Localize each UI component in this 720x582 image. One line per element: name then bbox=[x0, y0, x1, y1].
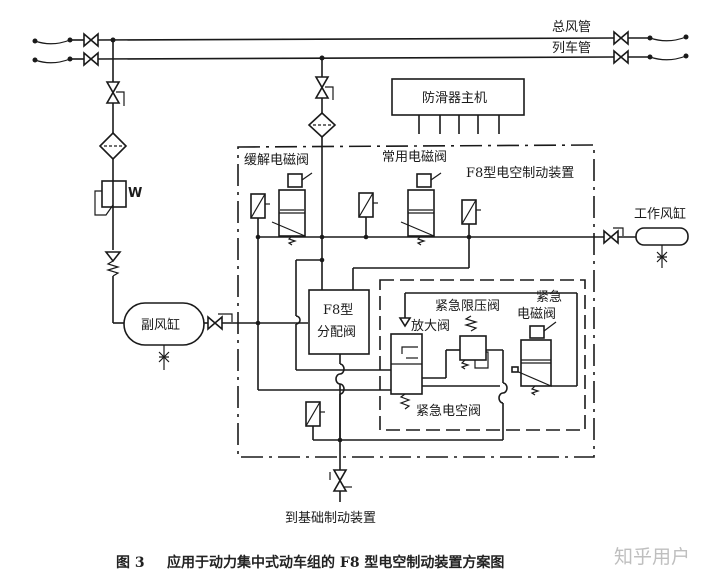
cock-valve-icon bbox=[105, 81, 121, 104]
train-pipe-branch bbox=[307, 55, 337, 290]
emergency-solenoid-label-2: 电磁阀 bbox=[517, 307, 556, 322]
amplifier-port-icon bbox=[398, 317, 412, 328]
emergency-limit-valve bbox=[459, 315, 489, 370]
emergency-ep-label: 紧急电空阀 bbox=[416, 404, 481, 419]
distributor-label-1: F8型 bbox=[323, 303, 353, 318]
check-valve-mark: W bbox=[128, 186, 142, 201]
figure-number: 图 3 bbox=[116, 555, 145, 571]
pressure-regulator-icon bbox=[101, 180, 127, 208]
release-solenoid-valve bbox=[271, 172, 313, 246]
working-reservoir: 工作风缸 bbox=[634, 206, 689, 268]
train-pipe-label: 列车管 bbox=[552, 40, 591, 56]
emergency-solenoid-label-1: 紧急 bbox=[536, 290, 562, 305]
to-foundation-label: 到基础制动装置 bbox=[285, 511, 376, 526]
working-reservoir-label: 工作风缸 bbox=[634, 206, 686, 222]
emergency-ep-valve bbox=[390, 333, 423, 410]
device-frame-label: F8型电空制动装置 bbox=[466, 166, 574, 181]
emergency-unit-frame bbox=[379, 279, 586, 431]
service-solenoid-valve bbox=[400, 172, 442, 246]
train-pipe-filter-icon bbox=[307, 111, 337, 139]
filter-icon bbox=[98, 131, 128, 161]
train-pipe bbox=[32, 49, 689, 67]
watermark: 知乎用户 bbox=[614, 546, 690, 568]
service-solenoid-label: 常用电磁阀 bbox=[382, 150, 447, 165]
release-solenoid-label: 缓解电磁阀 bbox=[244, 153, 309, 168]
main-reservoir-pipe-label: 总风管 bbox=[552, 20, 591, 35]
aux-cock-valve-icon bbox=[207, 315, 223, 331]
antiskid-host-label: 防滑器主机 bbox=[422, 90, 487, 106]
amplifier-label: 放大阀 bbox=[411, 319, 450, 334]
left-supply-branch: W bbox=[94, 37, 142, 324]
figure-caption: 应用于动力集中式动车组的 F8 型电空制动装置方案图 bbox=[167, 554, 504, 571]
working-cock-valve-icon bbox=[603, 229, 619, 245]
f8-distributor-valve: F8型 分配阀 bbox=[308, 289, 370, 355]
antiskid-host: 防滑器主机 bbox=[391, 78, 525, 134]
output-cock-valve-icon bbox=[332, 469, 348, 492]
emergency-solenoid-valve bbox=[511, 321, 557, 396]
auxiliary-reservoir: 副风缸 bbox=[123, 302, 205, 370]
distributor-label-2: 分配阀 bbox=[317, 325, 356, 340]
emergency-limit-label: 紧急限压阀 bbox=[435, 299, 500, 314]
check-valve-icon bbox=[104, 251, 122, 263]
main-reservoir-pipe bbox=[32, 30, 689, 48]
device-frame bbox=[237, 144, 595, 458]
auxiliary-reservoir-label: 副风缸 bbox=[141, 317, 180, 333]
